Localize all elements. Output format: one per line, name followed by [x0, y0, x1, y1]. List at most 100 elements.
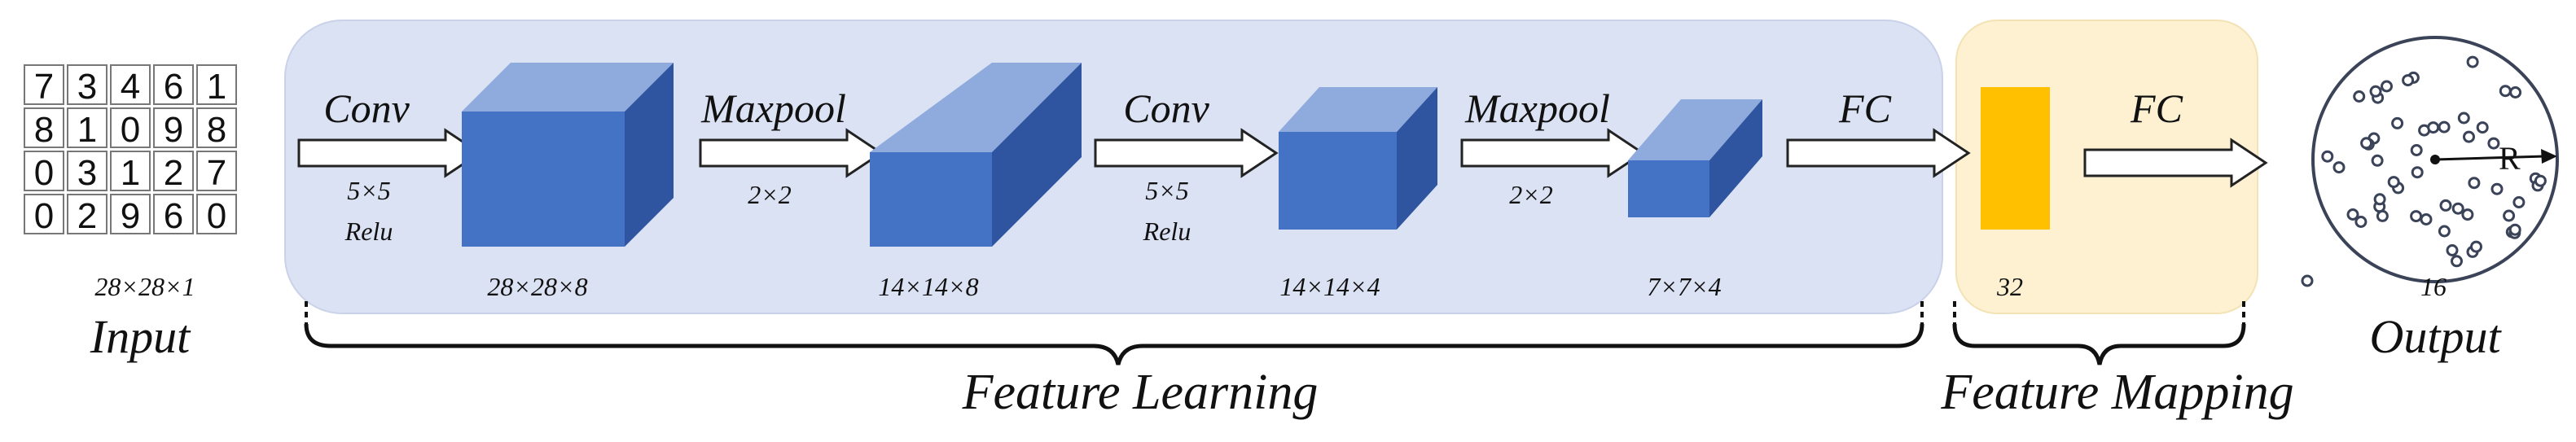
maxpool2-kernel-label: 2×2: [1509, 180, 1553, 209]
digit-glyph: 0: [207, 196, 226, 236]
digit-glyph: 3: [77, 153, 97, 193]
sphere-center: [2430, 155, 2440, 164]
embedding-point: [2360, 137, 2373, 150]
radius-label: R: [2499, 140, 2521, 177]
digit-cell: [67, 64, 108, 105]
conv1-kernel-label: 5×5: [347, 176, 391, 205]
radius-line: [2434, 155, 2546, 161]
digit-glyph: 2: [77, 196, 97, 236]
embedding-point: [2499, 85, 2512, 98]
embedding-point: [2508, 223, 2521, 236]
embedding-point: [2476, 121, 2489, 134]
embedding-point: [2381, 80, 2393, 93]
digit-cell: [196, 107, 237, 148]
embedding-point: [2463, 130, 2475, 143]
digit-cell: [196, 64, 237, 105]
feature-learning-label: Feature Learning: [962, 365, 1319, 420]
fc1-label: FC: [1838, 85, 1892, 131]
embedding-point: [2410, 144, 2423, 156]
embedding-point: [2512, 196, 2526, 208]
digit-glyph: 1: [207, 67, 226, 107]
embedding-point: [2373, 193, 2386, 206]
embedding-point: [2446, 244, 2459, 256]
embedding-point: [2353, 90, 2366, 103]
embedding-point: [2332, 161, 2346, 174]
embedding-point: [2451, 202, 2464, 215]
digit-cell: [67, 151, 108, 191]
embedding-point: [2420, 213, 2433, 225]
digit-glyph: 8: [34, 110, 54, 150]
output-dim-label: 16: [2420, 272, 2447, 301]
digit-cell: [153, 64, 194, 105]
embedding-vector: [1981, 87, 2050, 230]
digit-cell: [67, 194, 108, 234]
embedding-point: [2369, 85, 2382, 98]
digit-cell: [110, 107, 151, 148]
embedding-point: [2346, 208, 2359, 221]
digit-glyph: 7: [207, 153, 226, 193]
embedding-point: [2354, 216, 2368, 228]
digit-cell: [153, 194, 194, 234]
feature-map-cube-1: [462, 63, 674, 247]
input-dim-label: 28×28×1: [94, 272, 195, 301]
digit-glyph: 1: [77, 110, 97, 150]
input-label: Input: [90, 310, 191, 363]
digit-cell: [24, 151, 64, 191]
embedding-point: [2487, 137, 2500, 150]
output-embedding-points: [2301, 55, 2547, 287]
output-label: Output: [2369, 310, 2502, 363]
digit-cell: [24, 194, 64, 234]
digit-glyph: 1: [121, 153, 140, 193]
digit-glyph: 0: [34, 196, 54, 236]
digit-cell: [67, 107, 108, 148]
embedding-point: [2468, 177, 2481, 190]
embedding-point: [2438, 225, 2451, 238]
digit-cell: [153, 151, 194, 191]
embedding-point: [2321, 150, 2334, 163]
embedding-point: [2461, 208, 2474, 221]
digit-glyph: 9: [164, 110, 183, 150]
embedding-point: [2503, 209, 2516, 222]
embedding-dim-label: 32: [1996, 272, 2023, 301]
digit-glyph: 0: [121, 110, 140, 150]
embedding-point: [2470, 240, 2482, 253]
digit-glyph: 9: [121, 196, 140, 236]
digit-glyph: 7: [34, 67, 54, 107]
fc2-label: FC: [2130, 85, 2183, 131]
digit-cell: [110, 151, 151, 191]
embedding-point: [2509, 86, 2522, 98]
feature-map-cube-3: [1279, 87, 1437, 230]
digit-cell: [110, 64, 151, 105]
embedding-point: [2427, 121, 2440, 134]
digit-glyph: 2: [164, 153, 183, 193]
cube4-dim-label: 7×7×4: [1647, 272, 1721, 301]
cube3-dim-label: 14×14×4: [1279, 272, 1380, 301]
embedding-point: [2534, 174, 2547, 187]
conv2-kernel-label: 5×5: [1145, 176, 1189, 205]
digit-cell: [24, 107, 64, 148]
conv2-activation-label: Relu: [1143, 217, 1191, 246]
digit-glyph: 6: [164, 67, 183, 107]
feature-learning-brace: [304, 323, 1924, 365]
digit-glyph: 6: [164, 196, 183, 236]
embedding-point: [2457, 112, 2470, 125]
embedding-point: [2411, 166, 2424, 179]
digit-cell: [196, 151, 237, 191]
digit-cell: [24, 64, 64, 105]
cube1-dim-label: 28×28×8: [487, 272, 587, 301]
embedding-point: [2402, 74, 2415, 87]
embedding-point: [2439, 199, 2452, 212]
maxpool1-kernel-label: 2×2: [748, 180, 792, 209]
embedding-point: [2466, 55, 2479, 68]
embedding-point: [2371, 154, 2384, 167]
embedding-point: [2410, 210, 2423, 223]
embedding-point: [2301, 274, 2314, 287]
embedding-point: [2451, 255, 2463, 268]
embedding-point: [2391, 116, 2404, 129]
conv1-activation-label: Relu: [344, 217, 393, 246]
maxpool2-label: Maxpool: [1464, 85, 1610, 131]
maxpool1-label: Maxpool: [700, 85, 846, 131]
feature-map-cube-2: [870, 63, 1082, 247]
